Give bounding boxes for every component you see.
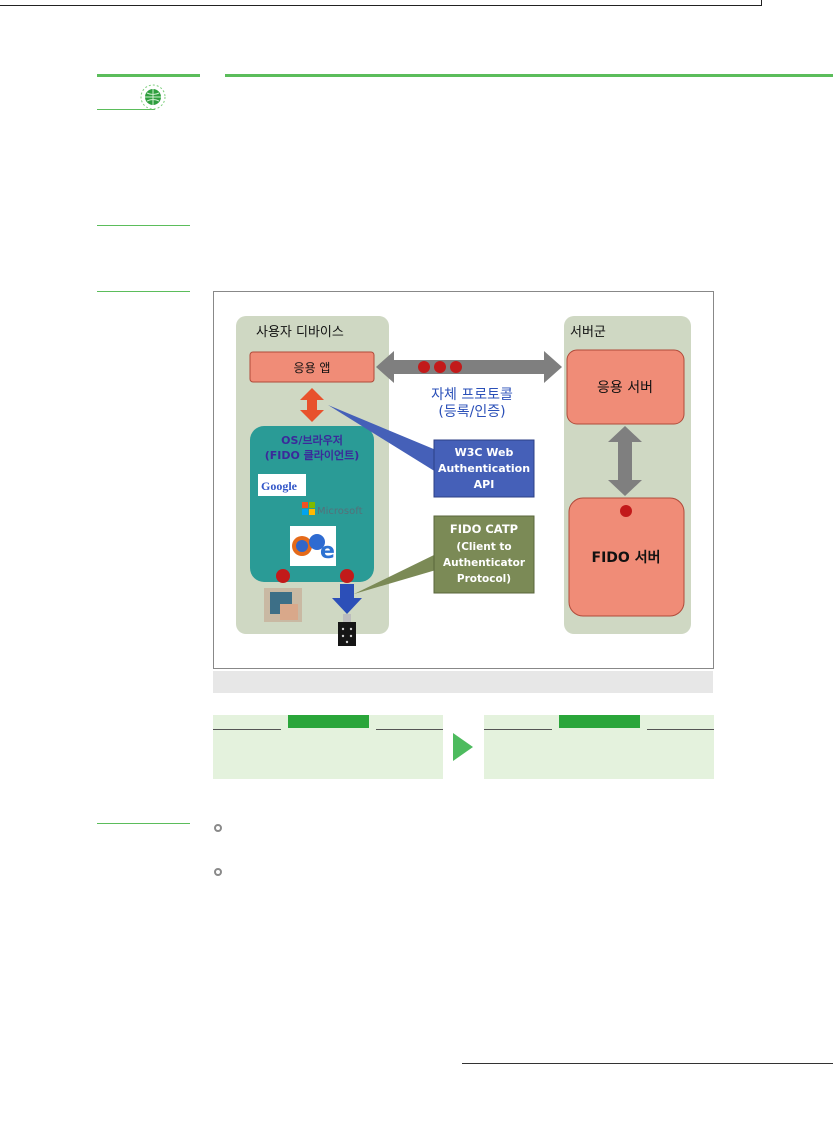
os-dot-left [276, 569, 290, 583]
os-dot-right [340, 569, 354, 583]
flow-box-right-tag [559, 715, 640, 728]
device-group-label: 사용자 디바이스 [256, 325, 344, 340]
google-logo: Google [261, 479, 298, 493]
microsoft-logo-icon [302, 502, 315, 515]
footer-rule [462, 1063, 833, 1064]
protocol-dot-2 [434, 361, 446, 373]
flow-box-right [484, 715, 714, 779]
bullet-icon [214, 824, 222, 832]
flow-arrow-icon [453, 733, 473, 761]
section-rule-1 [97, 225, 190, 226]
app-box [249, 351, 375, 383]
smartphone-image-icon [264, 588, 302, 622]
fido-server-label: FIDO 서버 [592, 549, 661, 566]
catp-line2: (Client to [456, 541, 511, 553]
flow-box-left [213, 715, 443, 779]
app-server-label: 응용 서버 [597, 380, 653, 396]
w3c-callout-pointer [328, 405, 436, 472]
header-rule-main [225, 74, 833, 77]
protocol-dot-3 [450, 361, 462, 373]
fido-server-dot [620, 505, 632, 517]
section-rule-2 [97, 291, 190, 292]
protocol-dot-1 [418, 361, 430, 373]
globe-underline [97, 109, 155, 110]
w3c-line3: API [474, 478, 495, 491]
protocol-label-line2: (등록/인증) [438, 404, 505, 420]
app-os-arrow [300, 388, 324, 422]
figure-caption-bar [213, 671, 713, 693]
os-label-line1: OS/브라우저 [281, 433, 343, 447]
browser-logos-icon: e [290, 526, 336, 566]
authenticator-arrow [332, 584, 362, 614]
catp-line4: Protocol) [457, 573, 511, 585]
protocol-arrow [376, 351, 562, 383]
security-key-icon [338, 614, 356, 646]
fido-architecture-diagram: 사용자 디바이스 서버군 응용 앱 자체 프로토콜 (등록/인증) OS/브라우… [236, 316, 691, 646]
flow-box-left-tag [288, 715, 369, 728]
catp-callout-pointer [354, 554, 436, 594]
catp-line3: Authenticator [443, 557, 526, 569]
crop-mark [0, 0, 762, 6]
protocol-label-line1: 자체 프로토콜 [431, 387, 513, 403]
section-rule-3 [97, 823, 190, 824]
fido-server-box [568, 497, 685, 617]
flow-box-right-rule-l [484, 729, 552, 730]
catp-box [433, 515, 535, 594]
bullet-icon [214, 868, 222, 876]
flow-box-left-rule-r [376, 729, 443, 730]
google-logo-bg [258, 474, 306, 496]
globe-icon [140, 84, 166, 110]
w3c-line1: W3C Web [455, 446, 514, 459]
server-group-label: 서버군 [570, 325, 606, 340]
microsoft-label: Microsoft [317, 506, 363, 517]
app-server-box [566, 349, 685, 425]
header-rule-left [97, 74, 200, 77]
server-link-arrow [608, 426, 642, 496]
svg-text:e: e [320, 539, 335, 564]
app-label: 응용 앱 [294, 361, 331, 375]
w3c-api-box [433, 439, 535, 498]
w3c-line2: Authentication [438, 462, 530, 475]
catp-line1: FIDO CATP [450, 522, 518, 536]
flow-box-right-rule-r [647, 729, 714, 730]
os-label-line2: (FIDO 클라이언트) [265, 448, 360, 462]
flow-box-left-rule-l [213, 729, 281, 730]
